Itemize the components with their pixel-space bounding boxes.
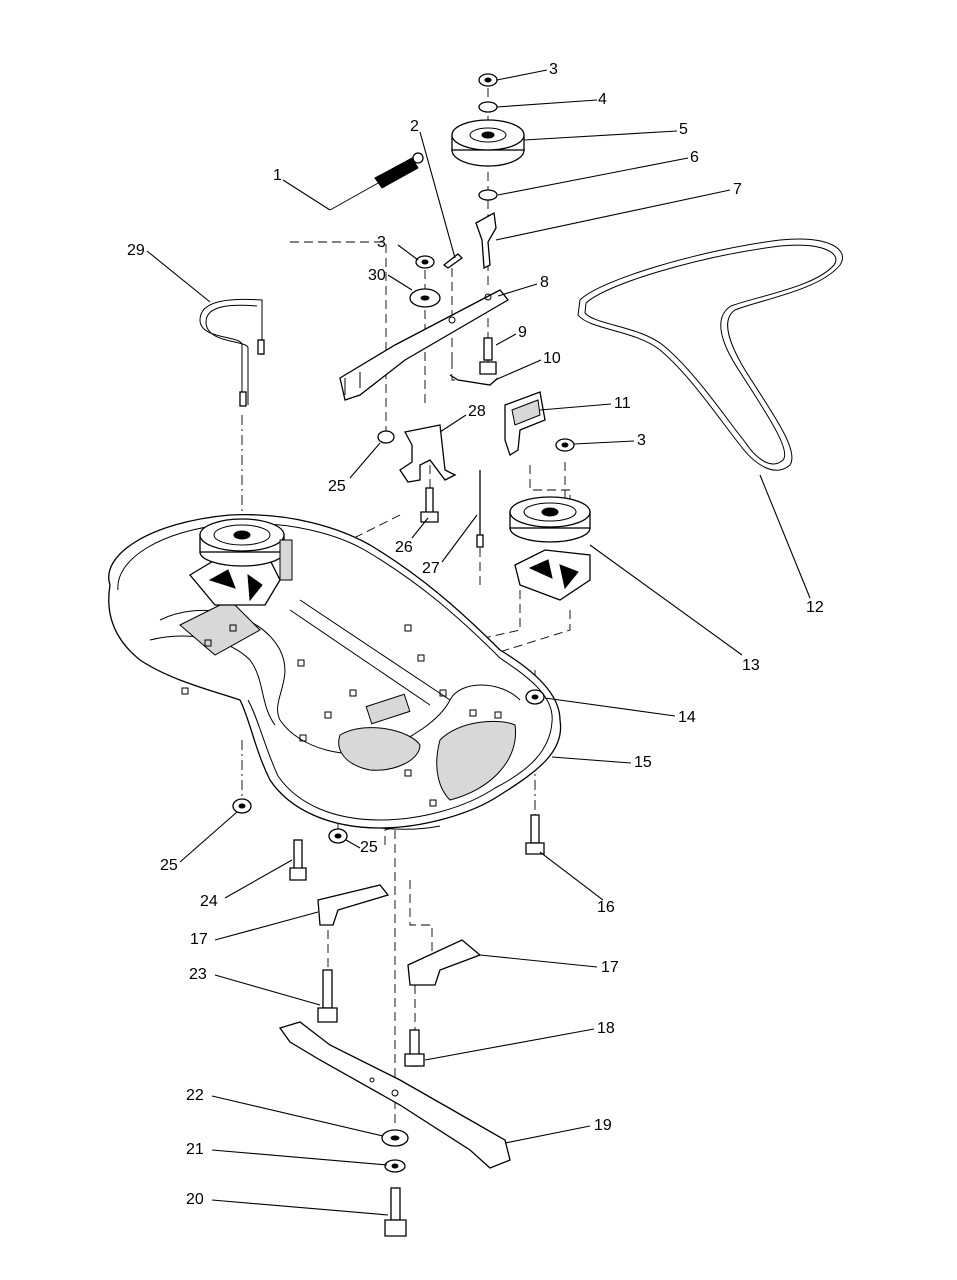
leader-lines <box>146 69 811 1216</box>
right-spindle-assembly <box>509 496 591 601</box>
callout-10: 10 <box>543 350 561 367</box>
callout-18: 18 <box>597 1020 615 1037</box>
rod-29 <box>199 298 265 407</box>
baffle-17-right <box>407 939 482 986</box>
bolt-24 <box>289 839 307 881</box>
callout-8: 8 <box>540 274 549 291</box>
callout-3-mid: 3 <box>377 234 386 251</box>
bolt-20 <box>384 1187 407 1237</box>
bolt-18 <box>404 1029 425 1067</box>
blade-19 <box>278 1021 511 1169</box>
nut-3-top <box>478 73 498 87</box>
rod-27 <box>476 470 484 548</box>
callout-25-center: 25 <box>360 839 378 856</box>
callout-4: 4 <box>598 91 607 108</box>
callout-28: 28 <box>468 403 486 420</box>
callout-1: 1 <box>273 167 282 184</box>
nut-25-upper <box>377 430 395 444</box>
washer-4 <box>478 101 498 113</box>
idler-arm <box>339 289 509 401</box>
callout-16: 16 <box>597 899 615 916</box>
washer-30 <box>409 288 441 308</box>
callout-13: 13 <box>742 657 760 674</box>
callout-3-top: 3 <box>549 61 558 78</box>
callout-15: 15 <box>634 754 652 771</box>
callout-6: 6 <box>690 149 699 166</box>
callout-27: 27 <box>422 560 440 577</box>
callout-20: 20 <box>186 1191 204 1208</box>
callout-9: 9 <box>518 324 527 341</box>
belt-guide-11 <box>504 391 546 456</box>
callout-11: 11 <box>614 395 631 412</box>
nut-3-mid <box>415 255 435 269</box>
bolt-23 <box>317 969 338 1023</box>
washer-21 <box>384 1159 406 1173</box>
callout-23: 23 <box>189 966 207 983</box>
callout-17-left: 17 <box>190 931 208 948</box>
bolt-9 <box>479 337 497 375</box>
callout-7: 7 <box>733 181 742 198</box>
bracket-28 <box>399 424 457 483</box>
bolt-26 <box>420 487 439 523</box>
bolt-16 <box>525 814 545 855</box>
idler-bracket <box>475 211 497 270</box>
callout-19: 19 <box>594 1117 612 1134</box>
callout-22: 22 <box>186 1087 204 1104</box>
left-spindle-assembly <box>189 518 293 606</box>
drive-belt <box>577 238 843 471</box>
callout-2: 2 <box>410 118 419 135</box>
baffle-17-left <box>317 884 390 926</box>
callout-5: 5 <box>679 121 688 138</box>
washer-6 <box>478 189 498 201</box>
nut-25-left <box>232 798 252 814</box>
callout-labels: 1 2 3 3 3 4 5 6 7 8 9 10 11 12 13 14 15 … <box>127 61 824 1208</box>
callout-29: 29 <box>127 242 145 259</box>
idler-pulley <box>451 119 525 167</box>
callout-14: 14 <box>678 709 696 726</box>
callout-21: 21 <box>186 1141 204 1158</box>
callout-26: 26 <box>395 539 413 556</box>
nut-14 <box>525 689 545 705</box>
pin-2 <box>442 253 464 269</box>
callout-17-right: 17 <box>601 959 619 976</box>
nut-25-center <box>328 828 348 844</box>
callout-25-upper: 25 <box>328 478 346 495</box>
spring <box>329 152 424 211</box>
callout-3-right: 3 <box>637 432 646 449</box>
callout-24: 24 <box>200 893 218 910</box>
mower-deck <box>108 513 562 830</box>
bracket-10 <box>449 374 499 386</box>
callout-25-left: 25 <box>160 857 178 874</box>
nut-3-right <box>555 438 575 452</box>
washer-22 <box>381 1129 409 1147</box>
callout-30: 30 <box>368 267 386 284</box>
callout-12: 12 <box>806 599 824 616</box>
